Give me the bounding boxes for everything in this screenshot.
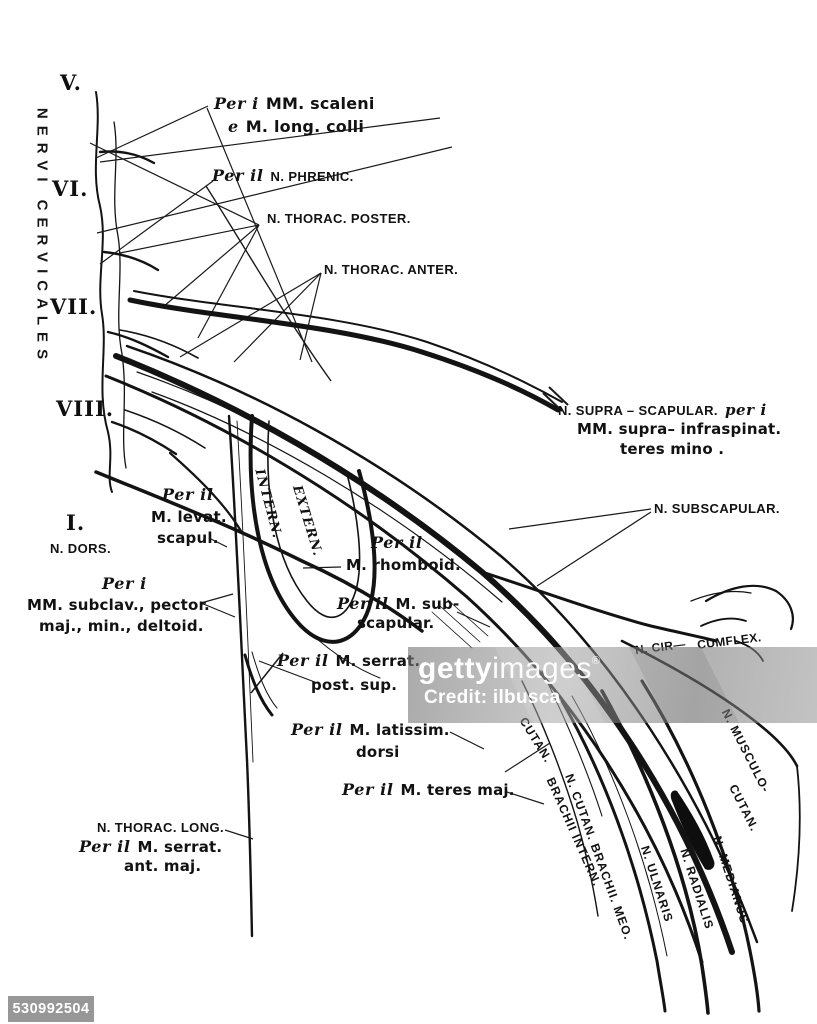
label-thorac-long: N. THORAC. LONG. (97, 820, 225, 835)
label-subclav-pre: Per i (102, 574, 147, 593)
label-scaleni: Per i MM. scaleni (214, 94, 375, 113)
label-levat-line2: M. levat. (151, 508, 227, 526)
label-thorac-long-pre: Per il (79, 837, 131, 856)
label-latissim-pre: Per il (291, 720, 343, 739)
label-subscap-m-main: M. sub- (395, 595, 460, 613)
label-subclav-line2: MM. subclav., pector. (27, 596, 210, 614)
label-thorac-long-line2: Per il M. serrat. (79, 837, 222, 856)
label-latissim-line2: dorsi (356, 743, 400, 761)
scapular-loop-drawing (248, 414, 381, 679)
watermark-brand-bold: getty (418, 652, 493, 685)
label-rhomboid-pre: Per il (371, 533, 423, 552)
label-subscap-m-pre: Per il (337, 594, 389, 613)
label-phrenic-pre: Per il (212, 166, 264, 185)
watermark-brand: gettyimages® (418, 652, 600, 686)
label-scaleni-line2-main: M. long. colli (245, 117, 365, 136)
leader-lines (89, 105, 652, 840)
label-serrat-post: Per il M. serrat. (277, 651, 420, 670)
label-thorac-anter: N. THORAC. ANTER. (324, 262, 459, 277)
watermark-brand-regular: images (492, 652, 592, 685)
label-thorac-poster: N. THORAC. POSTER. (267, 211, 411, 226)
label-serrat-post-line2: post. sup. (311, 676, 398, 694)
label-serrat-post-pre: Per il (277, 651, 329, 670)
label-teres-maj: Per il M. teres maj. (342, 780, 515, 799)
watermark-band (408, 647, 817, 723)
label-thorac-long-line3: ant. maj. (124, 857, 202, 875)
label-serrat-post-main: M. serrat. (335, 652, 421, 670)
label-supra-line3: teres mino . (620, 440, 725, 458)
watermark-image-id: 530992504 (8, 996, 94, 1022)
label-scaleni-line2-pre: e (228, 117, 239, 136)
label-scaleni-main: MM. scaleni (265, 94, 375, 113)
label-phrenic: Per il N. PHRENIC. (212, 166, 354, 185)
label-n-dors: N. DORS. (50, 541, 111, 556)
label-teres-maj-pre: Per il (342, 780, 394, 799)
label-supra-scapular: N. SUPRA – SCAPULAR. per i (558, 401, 767, 419)
label-latissim-main: M. latissim. (349, 721, 450, 739)
plexus-trunks-drawing (94, 290, 759, 964)
label-supra-main: N. SUPRA – SCAPULAR. (558, 403, 718, 418)
label-thorac-long-main: M. serrat. (137, 838, 223, 856)
label-subscap-m-line2: scapular. (357, 614, 435, 632)
numeral-i: I. (66, 510, 86, 535)
label-subscapular-n: N. SUBSCAPULAR. (654, 501, 780, 516)
watermark-credit: Credit: ilbusca (424, 687, 561, 708)
label-subclav-line3: maj., min., deltoid. (39, 617, 204, 635)
label-supra-pre: per i (724, 401, 767, 419)
label-supra-line2: MM. supra– infraspinat. (577, 420, 782, 438)
label-phrenic-main: N. PHRENIC. (270, 169, 354, 184)
label-subscap-m: Per il M. sub- (337, 594, 459, 613)
numeral-vii: VII. (50, 294, 98, 319)
label-levat-pre: Per il (162, 485, 214, 504)
numeral-viii: VIII. (56, 396, 115, 421)
side-title-nervi-cervicales: NERVI CERVICALES (33, 107, 51, 367)
label-rhomboid-main: M. rhomboid. (346, 556, 461, 574)
label-latissim: Per il M. latissim. (291, 720, 450, 739)
registered-mark-icon: ® (591, 655, 601, 667)
label-levat-line3: scapul. (157, 529, 219, 547)
label-scaleni-line2: e M. long. colli (228, 117, 364, 136)
spine-column-drawing (94, 91, 206, 493)
numeral-v: V. (60, 70, 82, 95)
label-scaleni-pre: Per i (214, 94, 259, 113)
label-teres-maj-main: M. teres maj. (400, 781, 515, 799)
numeral-vi: VI. (52, 176, 89, 201)
shaded-ink-patch (670, 790, 715, 870)
